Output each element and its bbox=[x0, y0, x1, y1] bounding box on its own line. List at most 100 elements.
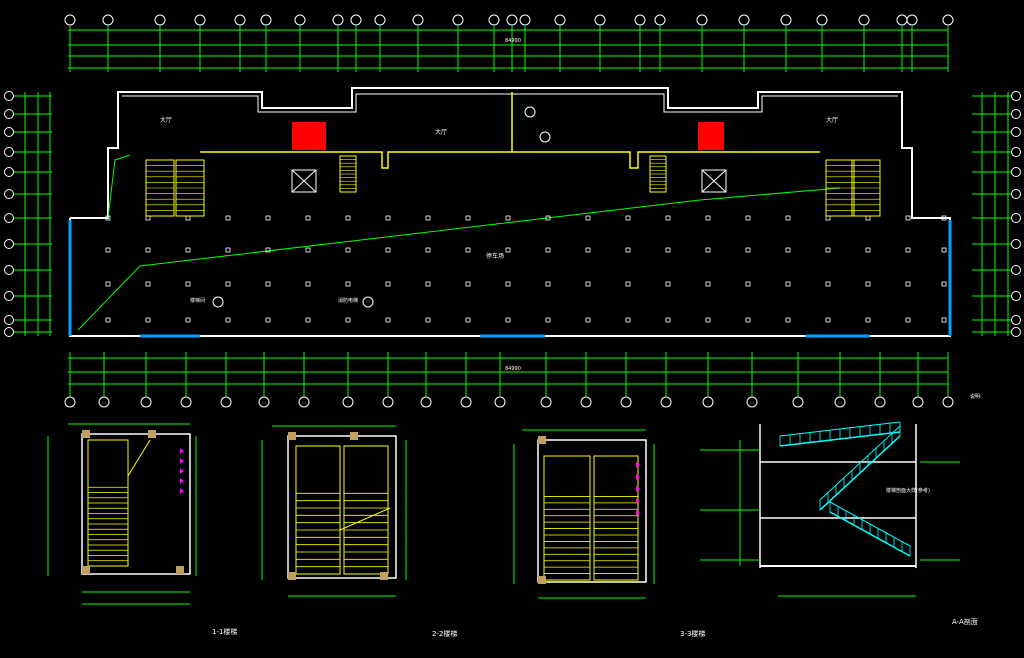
column bbox=[825, 281, 831, 287]
axis-bubble bbox=[792, 396, 804, 408]
axis-bubble bbox=[488, 14, 500, 26]
column bbox=[905, 281, 911, 287]
plan-inner-wall bbox=[122, 93, 898, 113]
magenta-mark bbox=[636, 510, 640, 516]
column bbox=[465, 215, 471, 221]
column bbox=[465, 317, 471, 323]
column bbox=[665, 317, 671, 323]
axis-bubble bbox=[4, 109, 14, 119]
axis-bubble bbox=[234, 14, 246, 26]
column bbox=[745, 247, 751, 253]
axis-bubble bbox=[4, 127, 14, 137]
column bbox=[625, 215, 631, 221]
magenta-mark bbox=[180, 448, 184, 454]
column bbox=[625, 317, 631, 323]
column bbox=[705, 215, 711, 221]
column bbox=[225, 281, 231, 287]
stair-2-treads bbox=[296, 492, 388, 568]
column bbox=[105, 281, 111, 287]
column bbox=[385, 215, 391, 221]
column bbox=[785, 281, 791, 287]
axis-bubble bbox=[1011, 91, 1021, 101]
stair-3-title: 3-3楼梯 bbox=[680, 629, 705, 638]
stair-3-magenta-marks bbox=[636, 462, 640, 516]
column bbox=[465, 247, 471, 253]
axis-bubble bbox=[298, 396, 310, 408]
column bbox=[545, 317, 551, 323]
axis-bubble bbox=[102, 14, 114, 26]
column bbox=[425, 215, 431, 221]
axis-bubble bbox=[4, 315, 14, 325]
green-route-line bbox=[77, 187, 841, 331]
column bbox=[745, 317, 751, 323]
axis-bubble bbox=[260, 14, 272, 26]
axis-bubble bbox=[140, 396, 152, 408]
axis-bubble bbox=[412, 14, 424, 26]
axis-bubble bbox=[1011, 167, 1021, 177]
column bbox=[545, 215, 551, 221]
left-axis-grid bbox=[4, 91, 52, 337]
axis-bubble bbox=[554, 14, 566, 26]
column bbox=[465, 281, 471, 287]
magenta-mark bbox=[636, 462, 640, 468]
yellow-partition-line bbox=[200, 151, 820, 169]
column bbox=[385, 317, 391, 323]
magenta-mark bbox=[180, 468, 184, 474]
right-axis-grid bbox=[972, 91, 1021, 337]
stair-detail-1 bbox=[47, 423, 197, 605]
side-dimension-lines bbox=[24, 92, 1009, 336]
column bbox=[505, 281, 511, 287]
axis-bubble bbox=[816, 14, 828, 26]
magenta-mark bbox=[180, 458, 184, 464]
axis-bubble bbox=[1011, 127, 1021, 137]
axis-bubble bbox=[374, 14, 386, 26]
axis-bubble bbox=[382, 396, 394, 408]
stair-detail-3 bbox=[513, 429, 655, 599]
stair-detail-2 bbox=[261, 425, 407, 597]
column bbox=[865, 247, 871, 253]
symbol-circle-1 bbox=[524, 106, 536, 118]
axis-bubble bbox=[258, 396, 270, 408]
symbol-circle-4 bbox=[362, 296, 374, 308]
column bbox=[905, 247, 911, 253]
axis-bubble bbox=[634, 14, 646, 26]
axis-bubble bbox=[594, 14, 606, 26]
column bbox=[105, 215, 111, 221]
side-note: 说明: bbox=[970, 393, 982, 400]
axis-bubble bbox=[494, 396, 506, 408]
axis-bubble bbox=[1011, 315, 1021, 325]
axis-bubble bbox=[180, 396, 192, 408]
axis-bubble bbox=[654, 14, 666, 26]
column bbox=[585, 281, 591, 287]
axis-bubble bbox=[942, 396, 954, 408]
axis-bubble bbox=[460, 396, 472, 408]
axis-bubble bbox=[1011, 265, 1021, 275]
column bbox=[425, 317, 431, 323]
column bbox=[385, 247, 391, 253]
axis-bubble bbox=[4, 147, 14, 157]
axis-bubble bbox=[580, 396, 592, 408]
column bbox=[705, 281, 711, 287]
column bbox=[425, 247, 431, 253]
axis-bubble bbox=[154, 14, 166, 26]
axis-bubble bbox=[1011, 213, 1021, 223]
column bbox=[305, 317, 311, 323]
column bbox=[185, 281, 191, 287]
column bbox=[905, 317, 911, 323]
column bbox=[385, 281, 391, 287]
column bbox=[305, 281, 311, 287]
column bbox=[145, 247, 151, 253]
axis-bubble bbox=[1011, 327, 1021, 337]
axis-bubble bbox=[4, 189, 14, 199]
room-label-b: 大厅 bbox=[435, 128, 447, 136]
column bbox=[941, 215, 947, 221]
top-overall-dimension: 84990 bbox=[505, 38, 521, 44]
axis-bubble bbox=[194, 14, 206, 26]
axis-bubble bbox=[4, 91, 14, 101]
axis-bubble bbox=[1011, 291, 1021, 301]
column bbox=[145, 317, 151, 323]
column bbox=[345, 215, 351, 221]
column bbox=[545, 281, 551, 287]
axis-bubble bbox=[332, 14, 344, 26]
